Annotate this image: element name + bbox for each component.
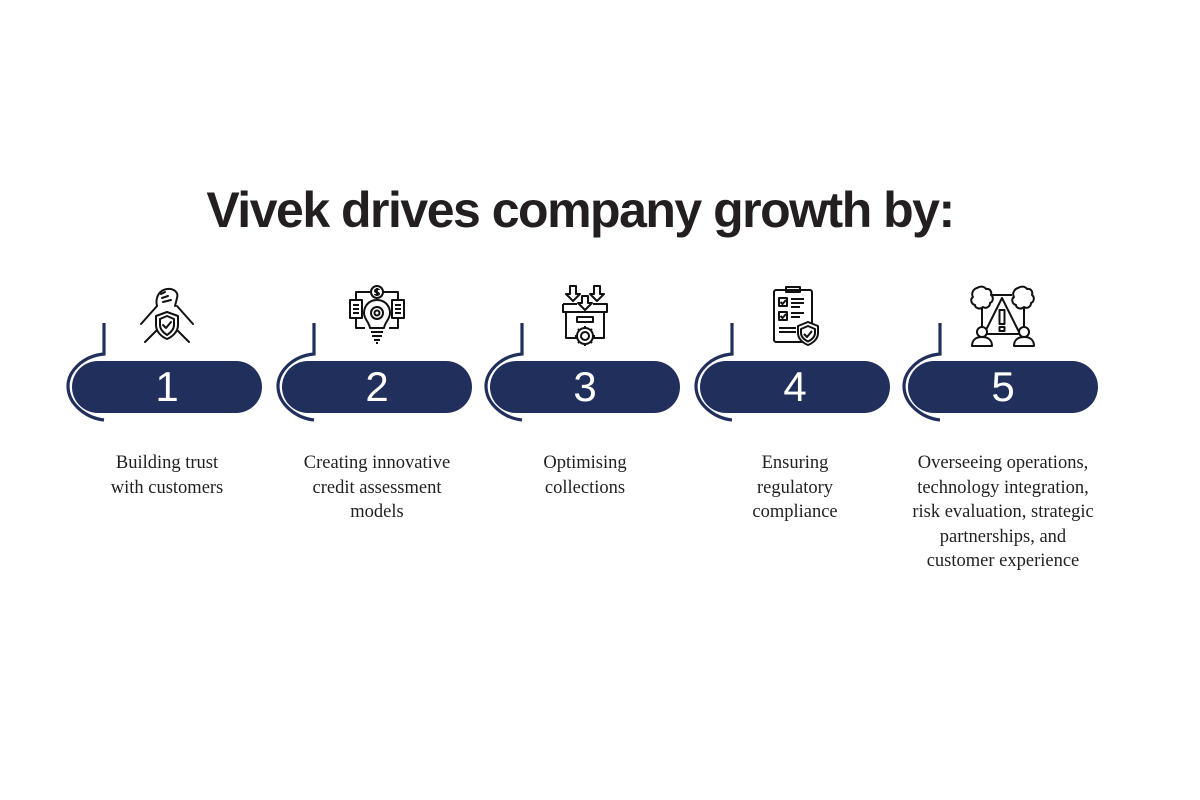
step-description: Building trust with customers [110, 453, 224, 498]
step-arc [272, 320, 332, 424]
risk-warning-network-icon [968, 284, 1036, 348]
step-1: 1 Building trust with customers [60, 0, 300, 800]
step-number-pill: 3 [490, 361, 680, 413]
step-arc [690, 320, 750, 424]
step-description: Creating innovative credit assessment mo… [303, 453, 451, 522]
box-arrows-gear-icon [553, 284, 617, 348]
handshake-shield-icon [135, 284, 199, 348]
step-number-pill: 5 [908, 361, 1098, 413]
step-arc [898, 320, 958, 424]
step-description: Overseeing operations, technology integr… [912, 453, 1094, 571]
step-description: Optimising collections [543, 453, 627, 498]
step-2: 2 Creating innovative credit assessment … [270, 0, 510, 800]
step-description: Ensuring regulatory compliance [752, 453, 838, 522]
step-arc [480, 320, 540, 424]
step-5: 5 Overseeing operations, technology inte… [896, 0, 1136, 800]
step-number-pill: 1 [72, 361, 262, 413]
step-number-pill: 4 [700, 361, 890, 413]
lightbulb-gear-dollar-icon [345, 284, 409, 348]
step-arc [62, 320, 122, 424]
checklist-shield-icon [762, 284, 826, 348]
step-3: 3 Optimising collections [478, 0, 718, 800]
step-4: 4 Ensuring regulatory compliance [688, 0, 928, 800]
page-title: Vivek drives company growth by: [206, 182, 955, 238]
step-number-pill: 2 [282, 361, 472, 413]
